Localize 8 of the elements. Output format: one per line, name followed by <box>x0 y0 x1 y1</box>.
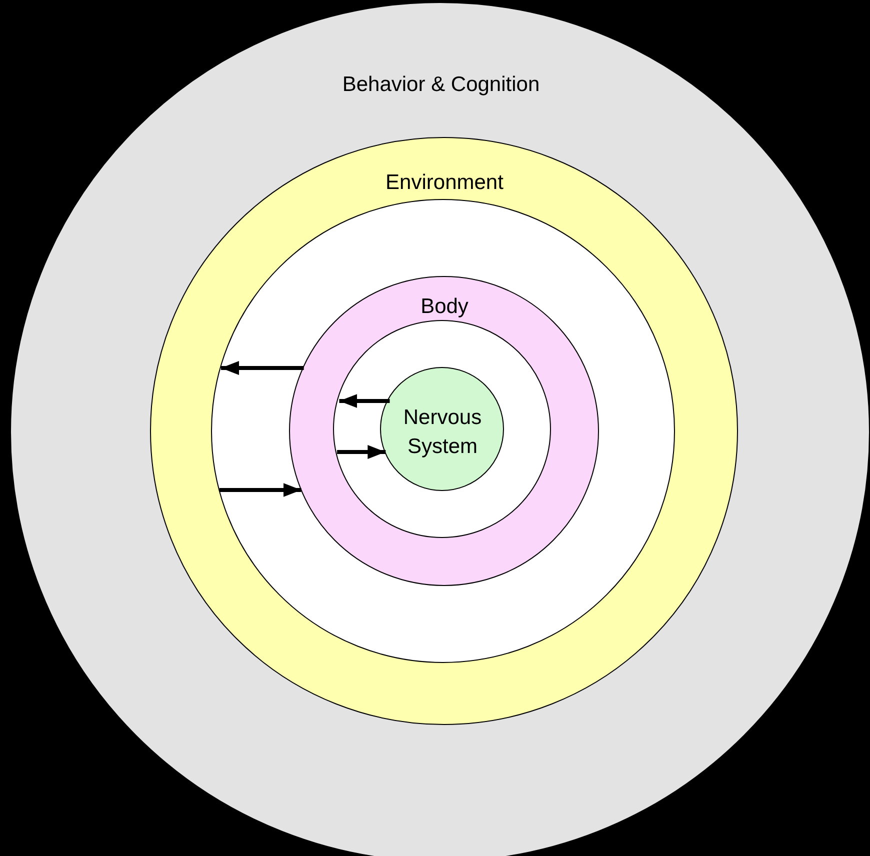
level-label: Nervous System <box>402 404 483 460</box>
arrow <box>221 361 304 375</box>
arrow <box>219 483 302 497</box>
level-label: Environment <box>386 170 504 196</box>
arrow <box>337 445 386 459</box>
level-label: Behavior & Cognition <box>342 72 540 98</box>
arrow <box>339 394 390 408</box>
level-label: Body <box>420 294 468 320</box>
